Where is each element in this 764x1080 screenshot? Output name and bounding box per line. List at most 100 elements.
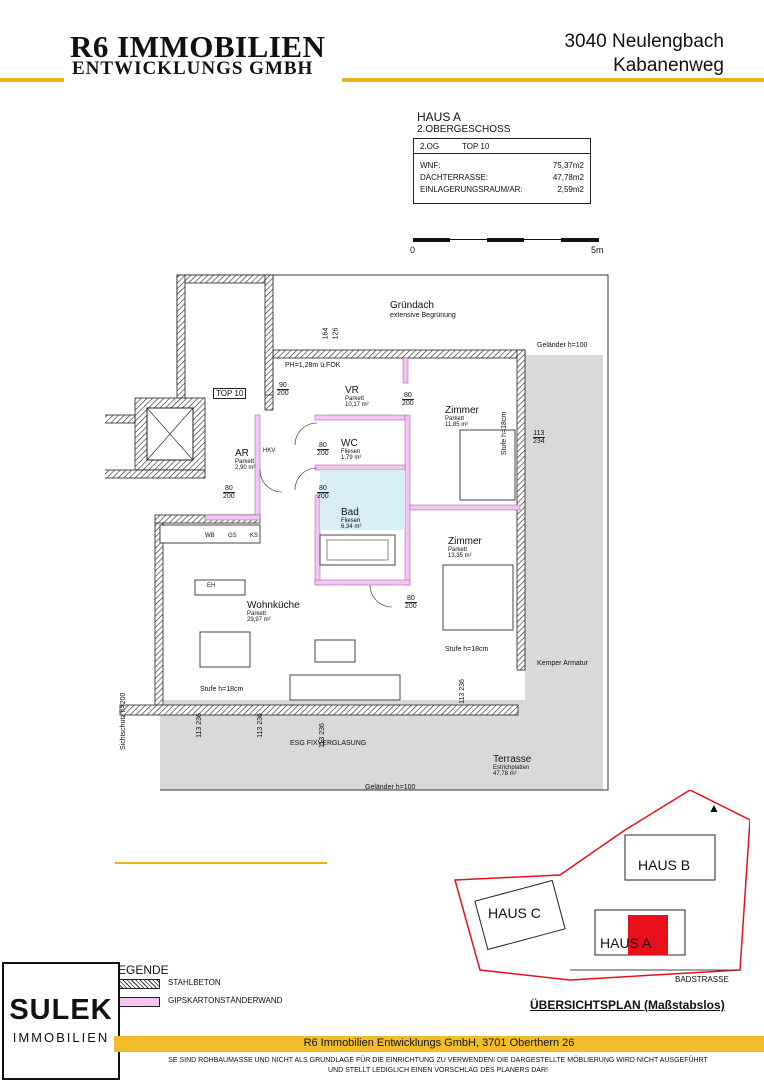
area-row-terrace: DACHTERRASSE: 47,78m2 bbox=[420, 173, 584, 183]
room-name: AR bbox=[235, 448, 249, 459]
site-haus-a: HAUS A bbox=[600, 935, 652, 951]
legend-item: GIPSKARTONSTÄNDERWAND bbox=[168, 996, 283, 1005]
kitchen-ks: KS bbox=[250, 533, 259, 539]
site-plan-drawing: ▲ bbox=[454, 789, 751, 981]
room-area: 1,79 m² bbox=[341, 455, 362, 461]
unit-info-box: 2.OG TOP 10 WNF: 75,37m2 DACHTERRASSE: 4… bbox=[413, 138, 591, 204]
room-floor: Parkett bbox=[448, 547, 468, 553]
legend-swatch-drywall bbox=[118, 997, 160, 1007]
floor-plan: Gründach extensive Begrünung Geländer h=… bbox=[94, 270, 610, 795]
room-name: WC bbox=[341, 438, 358, 449]
area-row-wnf: WNF: 75,37m2 bbox=[420, 161, 584, 171]
room-wc: WC Fliesen 1,79 m² bbox=[341, 438, 361, 461]
room-floor: Fliesen bbox=[341, 449, 361, 455]
railing-top: Geländer h=100 bbox=[537, 342, 588, 349]
legend-swatch-concrete bbox=[118, 979, 160, 989]
room-name: Bad bbox=[341, 507, 359, 518]
brand-sub: IMMOBILIEN bbox=[12, 1030, 110, 1045]
stufe-label: Stufe h=18cm bbox=[200, 686, 244, 693]
eh-label: EH bbox=[207, 583, 216, 589]
room-name: Zimmer bbox=[445, 405, 479, 416]
room-area: 29,97 m² bbox=[247, 617, 271, 623]
sichtschutz-label: Sichtschutz h=200 bbox=[120, 692, 127, 750]
address-city: 3040 Neulengbach bbox=[564, 31, 724, 52]
legend-title: EGENDE bbox=[118, 963, 169, 977]
room-area: 10,17 m² bbox=[345, 402, 369, 408]
room-floor: Estrichplatten bbox=[493, 765, 530, 771]
top-tag: TOP 10 bbox=[213, 388, 247, 399]
area-row-storage: EINLAGERUNGSRAUM/AR: 2,59m2 bbox=[420, 185, 584, 195]
unit-id-row: 2.OG TOP 10 bbox=[420, 142, 584, 152]
room-name: VR bbox=[345, 385, 359, 396]
header-accent-bar-right bbox=[342, 78, 764, 82]
area-label: EINLAGERUNGSRAUM/AR: bbox=[420, 185, 523, 194]
room-floor: Parkett bbox=[247, 611, 267, 617]
company-name-line2: ENTWICKLUNGS GMBH bbox=[72, 58, 314, 79]
room-area: 11,85 m² bbox=[445, 422, 469, 428]
site-haus-c: HAUS C bbox=[488, 905, 541, 921]
room-terrasse: Terrasse Estrichplatten 47,78 m² bbox=[493, 754, 531, 777]
room-zimmer-1: Zimmer Parkett 11,85 m² bbox=[445, 405, 479, 428]
roof-label: Gründach bbox=[390, 300, 434, 311]
stufe-label: Stufe h=18cm bbox=[501, 411, 509, 456]
window-dim: 113 236 bbox=[256, 713, 264, 738]
scale-bar bbox=[413, 238, 599, 242]
terrace-side-area bbox=[525, 355, 603, 700]
area-value: 47,78m2 bbox=[552, 173, 584, 182]
room-area: 13,35 m² bbox=[448, 553, 472, 559]
window-dim: 113 236 bbox=[195, 713, 203, 738]
divider-line bbox=[115, 862, 327, 864]
site-plan-title: ÜBERSICHTSPLAN (Maßstabslos) bbox=[530, 998, 725, 1012]
floor-plan-drawing bbox=[94, 274, 609, 791]
dim-top-2: 126 bbox=[332, 327, 340, 340]
room-name: Terrasse bbox=[493, 754, 532, 765]
dim-top-1: 164 bbox=[322, 327, 330, 340]
footer-bar: R6 Immobilien Entwicklungs GmbH, 3701 Ob… bbox=[114, 1036, 764, 1052]
room-area: 47,78 m² bbox=[493, 771, 517, 777]
kitchen-wb: WB bbox=[205, 533, 215, 539]
address-street: Kabanenweg bbox=[613, 55, 724, 76]
site-plan: ▲ bbox=[450, 789, 751, 990]
top-number: TOP 10 bbox=[462, 142, 490, 151]
stufe-label: Stufe h=18cm bbox=[445, 646, 489, 653]
room-area: 2,90 m² bbox=[235, 465, 256, 471]
svg-text:▲: ▲ bbox=[708, 801, 720, 815]
area-value: 75,37m2 bbox=[552, 161, 584, 170]
area-label: WNF: bbox=[420, 161, 441, 170]
area-value: 2,59m2 bbox=[557, 185, 584, 194]
street-label: BADSTRASSE bbox=[675, 975, 729, 984]
room-floor: Parkett bbox=[235, 459, 255, 465]
hkv-label: HKV bbox=[263, 448, 276, 454]
railing-bottom: Geländer h=100 bbox=[365, 784, 416, 791]
company-name-line1: R6 IMMOBILIEN bbox=[70, 29, 326, 64]
scale-end: 5m bbox=[591, 245, 604, 255]
footer-note-2: UND STELLT LEDIGLICH EINEN VORSCHLAG DES… bbox=[328, 1067, 548, 1074]
brand-logo: SULEK IMMOBILIEN bbox=[2, 962, 120, 1080]
scale-start: 0 bbox=[410, 245, 416, 255]
room-bad: Bad Fliesen 6,34 m² bbox=[341, 507, 361, 530]
kitchen-gs: GS bbox=[228, 533, 237, 539]
footer-note-1: SE SIND ROHBAUMASSE UND NICHT ALS GRUNDL… bbox=[168, 1057, 708, 1064]
floor-title: 2.OBERGESCHOSS bbox=[417, 124, 511, 135]
room-name: Wohnküche bbox=[247, 600, 300, 611]
building-title: HAUS A bbox=[417, 110, 462, 124]
brand-name: SULEK bbox=[9, 994, 113, 1026]
room-zimmer-2: Zimmer Parkett 13,35 m² bbox=[448, 536, 482, 559]
room-area: 6,34 m² bbox=[341, 524, 362, 530]
room-floor: Fliesen bbox=[341, 518, 361, 524]
esg-label: ESG FIXVERGLASUNG bbox=[290, 740, 367, 747]
room-floor: Parkett bbox=[345, 396, 365, 402]
ph-note: PH=1,28m ü.FOK bbox=[285, 362, 341, 369]
legend-item: STAHLBETON bbox=[168, 978, 221, 987]
floor-short: 2.OG bbox=[420, 142, 440, 151]
room-floor: Parkett bbox=[445, 416, 465, 422]
footer-company: R6 Immobilien Entwicklungs GmbH, 3701 Ob… bbox=[303, 1037, 575, 1049]
room-vr: VR Parkett 10,17 m² bbox=[345, 385, 369, 408]
room-wohnkueche: Wohnküche Parkett 29,97 m² bbox=[247, 600, 300, 623]
